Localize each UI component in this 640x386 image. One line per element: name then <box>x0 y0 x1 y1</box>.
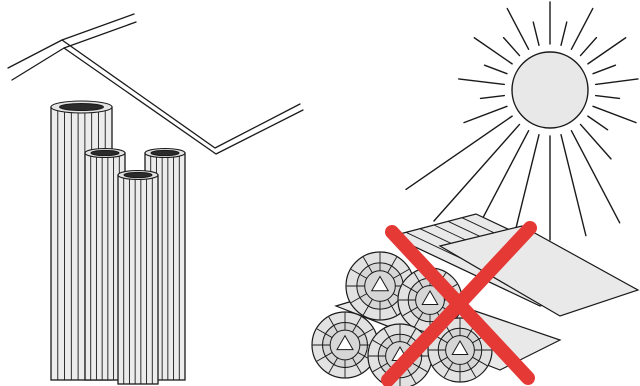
lying-rolls <box>311 213 640 386</box>
roll-end <box>345 251 415 321</box>
cross-mark-icon <box>381 221 537 386</box>
roof-icon <box>7 13 304 155</box>
lying-roll <box>438 225 640 317</box>
roll-end <box>427 317 493 383</box>
upright-roll <box>117 169 159 385</box>
roll-end <box>311 311 379 379</box>
upright-rolls <box>50 100 186 385</box>
sun-icon <box>405 1 639 261</box>
